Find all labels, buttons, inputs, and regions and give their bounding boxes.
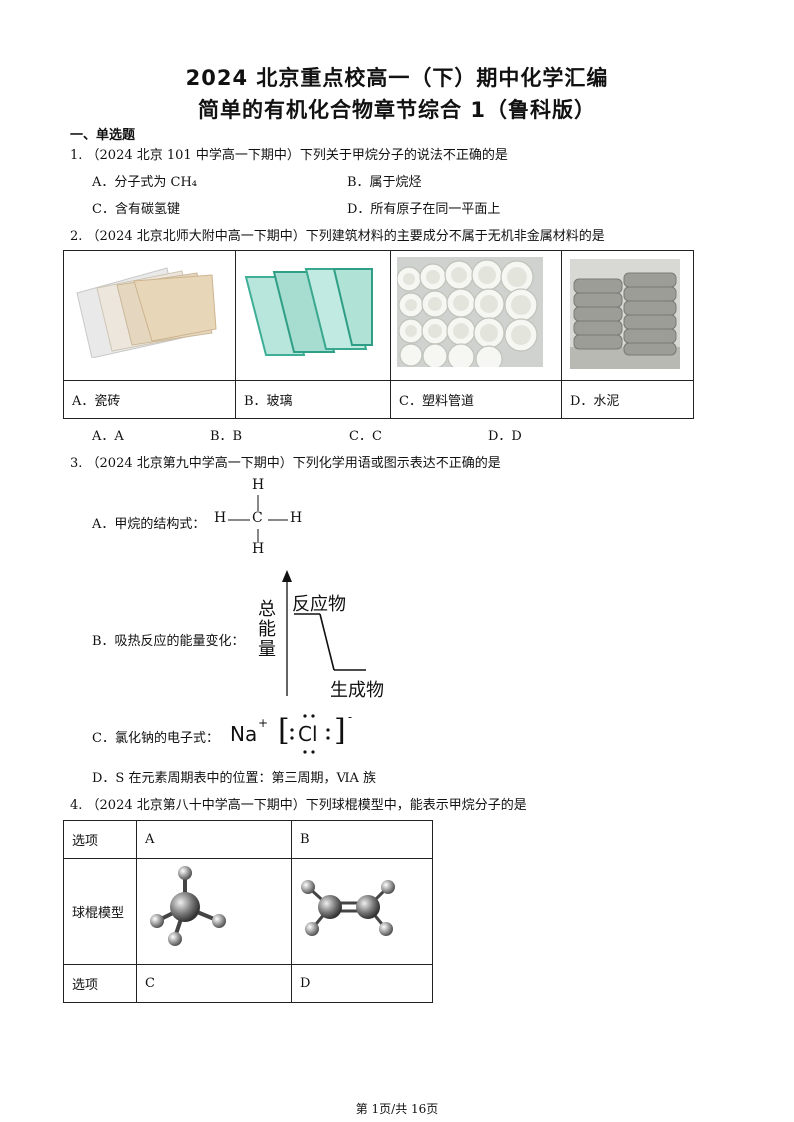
struct-h-top: H (252, 477, 265, 493)
material-label-c: C．塑料管道 (390, 380, 562, 419)
cement-image (570, 259, 680, 369)
right-bracket: ] (334, 713, 346, 748)
question-1-stem: 1. （2024 北京 101 中学高一下期中）下列关于甲烷分子的说法不正确的是 (70, 148, 508, 163)
header-a: A (136, 820, 292, 859)
methane-structural-formula: H H H C H (212, 477, 307, 559)
reactant-label: 反应物 (292, 594, 346, 615)
cement-image-cell (561, 250, 694, 381)
q1-option-d: D．所有原子在同一平面上 (347, 202, 501, 217)
arrow-up-icon (282, 570, 292, 582)
material-label-a: A．瓷砖 (63, 380, 236, 419)
material-label-d: D．水泥 (561, 380, 694, 419)
q1-option-a: A．分子式为 CH₄ (92, 175, 198, 190)
header-option: 选项 (63, 820, 137, 859)
struct-c: C (252, 510, 263, 526)
q2-option-d: D．D (488, 429, 522, 444)
struct-h-left: H (214, 510, 227, 526)
row3-option: 选项 (63, 964, 137, 1003)
left-bracket: [ (278, 713, 290, 748)
question-2-stem: 2. （2024 北京北师大附中高一下期中）下列建筑材料的主要成分不属于无机非金… (70, 229, 605, 244)
pipe-image-cell (390, 250, 562, 381)
model-b-cell (291, 858, 433, 965)
q2-option-a: A．A (92, 429, 124, 444)
model-b-ethylene (301, 880, 395, 936)
cl-charge: - (348, 710, 353, 724)
struct-bonds (228, 495, 288, 543)
page-title: 2024 北京重点校高一（下）期中化学汇编 (185, 66, 609, 90)
tile-image (76, 267, 217, 358)
q1-option-c: C．含有碳氢键 (92, 202, 180, 217)
page-subtitle: 简单的有机化合物章节综合 1（鲁科版） (198, 98, 596, 122)
glass-image (244, 268, 373, 356)
materials-table: A．瓷砖 B．玻璃 C．塑料管道 D．水泥 (63, 250, 694, 419)
model-a-cell (136, 858, 292, 965)
tile-image-cell (63, 250, 236, 381)
struct-h-right: H (290, 510, 303, 526)
product-label: 生成物 (330, 680, 384, 701)
q3-option-c: C．氯化钠的电子式： (92, 731, 219, 746)
pipe-image (397, 257, 543, 367)
row3-c: C (136, 964, 292, 1003)
na-symbol: Na (230, 722, 258, 746)
question-3-stem: 3. （2024 北京第九中学高一下期中）下列化学用语或图示表达不正确的是 (70, 456, 501, 471)
q3-option-d: D．S 在元素周期表中的位置：第三周期，ⅥA 族 (92, 771, 377, 786)
ball-stick-table: 选项 A B 球棍模型 (63, 820, 433, 1003)
q2-option-b: B．B (210, 429, 243, 444)
model-a-methane (150, 866, 226, 946)
ball-stick-label: 球棍模型 (63, 858, 137, 965)
section-heading: 一、单选题 (70, 128, 136, 143)
header-b: B (291, 820, 433, 859)
cl-symbol: Cl (298, 722, 318, 746)
energy-axes (282, 570, 366, 696)
nacl-electron-formula: Na + [ Cl ] - (228, 710, 358, 760)
struct-h-bottom: H (252, 541, 265, 557)
energy-diagram: 总能量 反应物 生成物 (250, 570, 410, 701)
q3-option-b: B．吸热反应的能量变化： (92, 634, 245, 649)
na-charge: + (258, 716, 269, 730)
q1-option-b: B．属于烷烃 (347, 175, 422, 190)
row3-d: D (291, 964, 433, 1003)
q2-option-c: C．C (349, 429, 382, 444)
electron-dots (290, 714, 330, 754)
page-footer: 第 1页/共 16页 (355, 1102, 439, 1116)
glass-image-cell (235, 250, 391, 381)
q3-option-a: A．甲烷的结构式： (92, 517, 206, 532)
material-label-b: B．玻璃 (235, 380, 391, 419)
question-4-stem: 4. （2024 北京第八十中学高一下期中）下列球棍模型中，能表示甲烷分子的是 (70, 798, 527, 813)
energy-y-label: 总能量 (258, 599, 276, 660)
